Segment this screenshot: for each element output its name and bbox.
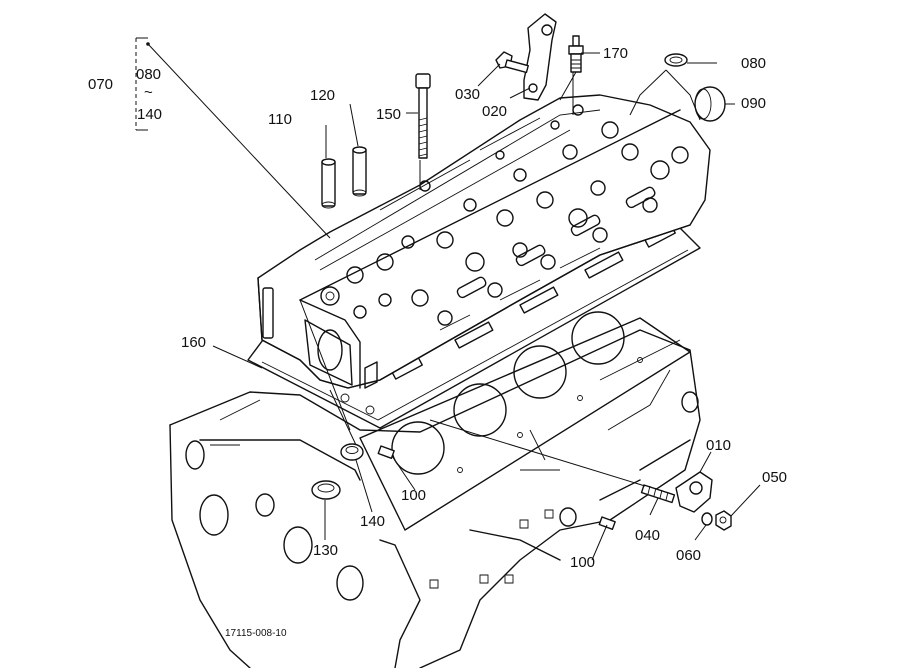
label-020: 020 bbox=[482, 103, 507, 120]
bolt-030 bbox=[495, 51, 529, 74]
label-090: 090 bbox=[741, 95, 766, 112]
label-070: 070 bbox=[88, 76, 113, 93]
label-130: 130 bbox=[313, 542, 338, 559]
part-labels: 070 080 ~ 140 120 110 150 030 020 170 08… bbox=[88, 45, 787, 639]
label-040: 040 bbox=[635, 527, 660, 544]
label-160: 160 bbox=[181, 334, 206, 351]
label-030: 030 bbox=[455, 86, 480, 103]
cylinder-head bbox=[257, 94, 711, 389]
nut-050 bbox=[715, 510, 732, 531]
label-080-bracket: 080 bbox=[136, 66, 161, 83]
engine-block bbox=[169, 311, 701, 668]
label-060: 060 bbox=[676, 547, 701, 564]
ring-140 bbox=[340, 443, 364, 461]
label-170: 170 bbox=[603, 45, 628, 62]
plug-080 bbox=[664, 53, 688, 67]
label-110: 110 bbox=[268, 111, 292, 128]
cap-090 bbox=[694, 86, 726, 122]
label-140: 140 bbox=[360, 513, 385, 530]
bolt-110 bbox=[321, 158, 336, 209]
ring-130 bbox=[311, 480, 341, 500]
label-120: 120 bbox=[310, 87, 335, 104]
label-100-upper: 100 bbox=[401, 487, 426, 504]
bolt-120 bbox=[352, 146, 367, 197]
lift-hook bbox=[523, 13, 557, 101]
sensor-170 bbox=[568, 35, 584, 73]
label-050: 050 bbox=[762, 469, 787, 486]
label-bracket-tilde: ~ bbox=[144, 84, 153, 101]
label-140-bracket: 140 bbox=[137, 106, 162, 123]
label-150: 150 bbox=[376, 106, 401, 123]
reference-code: 17115-008-10 bbox=[225, 628, 287, 639]
bolt-150 bbox=[415, 73, 431, 159]
plate-010 bbox=[675, 471, 713, 513]
bolt-040 bbox=[640, 484, 676, 504]
washer-060 bbox=[701, 512, 713, 526]
label-010: 010 bbox=[706, 437, 731, 454]
label-080: 080 bbox=[741, 55, 766, 72]
label-100-lower: 100 bbox=[570, 554, 595, 571]
stud-100-upper bbox=[377, 445, 395, 460]
leader-lines bbox=[135, 37, 761, 561]
